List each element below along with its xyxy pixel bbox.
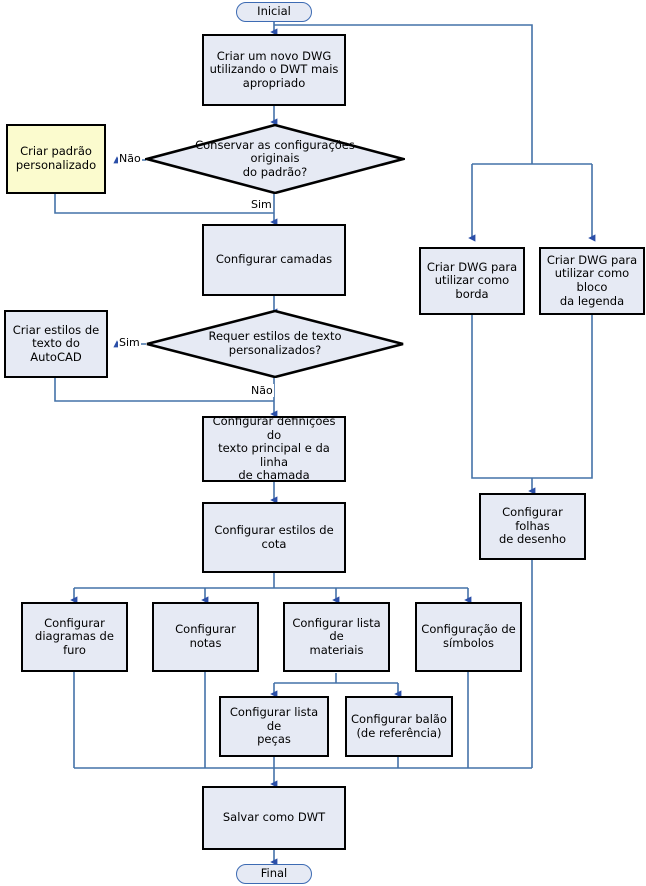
process-create-custom-pattern-label: Criar padrão personalizado: [15, 144, 97, 172]
process-config-drawing-sheets[interactable]: Configurar folhas de desenho: [479, 493, 586, 560]
process-create-border-dwg[interactable]: Criar DWG para utilizar como borda: [419, 247, 525, 315]
terminal-start[interactable]: Inicial: [236, 2, 312, 22]
process-config-hole-charts[interactable]: Configurar diagramas de furo: [21, 602, 128, 672]
process-config-notes[interactable]: Configurar notas: [152, 602, 259, 672]
process-config-parts-list[interactable]: Configurar lista de peças: [219, 696, 329, 757]
edge-label-text-styles-yes: Sim: [118, 336, 141, 349]
process-config-parts-list-label: Configurar lista de peças: [229, 705, 319, 747]
process-config-text-definitions-label: Configurar definições do texto principal…: [212, 414, 336, 483]
process-config-drawing-sheets-label: Configurar folhas de desenho: [498, 505, 567, 547]
wire-dwgs-to-sheets-bus: [471, 315, 593, 479]
process-config-layers[interactable]: Configurar camadas: [202, 224, 346, 296]
terminal-end[interactable]: Final: [236, 864, 312, 884]
process-create-dwg[interactable]: Criar um novo DWG utilizando o DWT mais …: [202, 34, 346, 106]
edge-label-keep-no: Não: [118, 152, 142, 165]
process-create-text-styles-label: Criar estilos de texto do AutoCAD: [12, 322, 100, 364]
process-save-as-dwt[interactable]: Salvar como DWT: [202, 786, 346, 850]
decision-requires-custom-text-styles[interactable]: Requer estilos de texto personalizados?: [145, 310, 405, 378]
process-config-hole-charts-label: Configurar diagramas de furo: [35, 615, 114, 657]
process-config-balloon-label: Configurar balão (de referência): [351, 711, 447, 740]
process-config-dimension-styles-label: Configurar estilos de cota: [214, 522, 334, 551]
process-create-border-dwg-label: Criar DWG para utilizar como borda: [426, 259, 518, 301]
process-config-bill-of-materials[interactable]: Configurar lista de materiais: [283, 602, 390, 672]
decision-keep-original-settings[interactable]: Conservar as configurações originais do …: [145, 124, 405, 194]
wire-custom-pattern-rejoin: [54, 194, 274, 214]
process-create-title-block-dwg-label: Criar DWG para utilizar como bloco da le…: [546, 252, 638, 308]
process-config-notes-label: Configurar notas: [175, 622, 236, 650]
process-config-balloon[interactable]: Configurar balão (de referência): [345, 696, 453, 757]
process-save-as-dwt-label: Salvar como DWT: [222, 810, 326, 825]
decision-keep-original-settings-label: Conservar as configurações originais do …: [195, 137, 355, 179]
wire-text-styles-rejoin: [54, 378, 274, 402]
edge-label-text-styles-no: Não: [250, 384, 274, 397]
process-create-dwg-label: Criar um novo DWG utilizando o DWT mais …: [209, 48, 339, 90]
process-config-layers-label: Configurar camadas: [215, 252, 333, 267]
decision-requires-custom-text-styles-label: Requer estilos de texto personalizados?: [208, 329, 342, 357]
diamond-shape-icon: [146, 310, 404, 378]
edge-label-keep-yes: Sim: [250, 198, 273, 211]
process-config-symbols-label: Configuração de símbolos: [421, 622, 516, 650]
terminal-end-label: Final: [260, 866, 288, 881]
process-config-bill-of-materials-label: Configurar lista de materiais: [292, 615, 381, 657]
process-config-symbols[interactable]: Configuração de símbolos: [415, 602, 522, 672]
process-create-custom-pattern[interactable]: Criar padrão personalizado: [6, 124, 106, 194]
process-create-title-block-dwg[interactable]: Criar DWG para utilizar como bloco da le…: [539, 247, 645, 315]
process-config-text-definitions[interactable]: Configurar definições do texto principal…: [202, 414, 346, 483]
process-create-text-styles[interactable]: Criar estilos de texto do AutoCAD: [4, 310, 108, 378]
process-config-dimension-styles[interactable]: Configurar estilos de cota: [202, 502, 346, 573]
terminal-start-label: Inicial: [257, 4, 291, 19]
